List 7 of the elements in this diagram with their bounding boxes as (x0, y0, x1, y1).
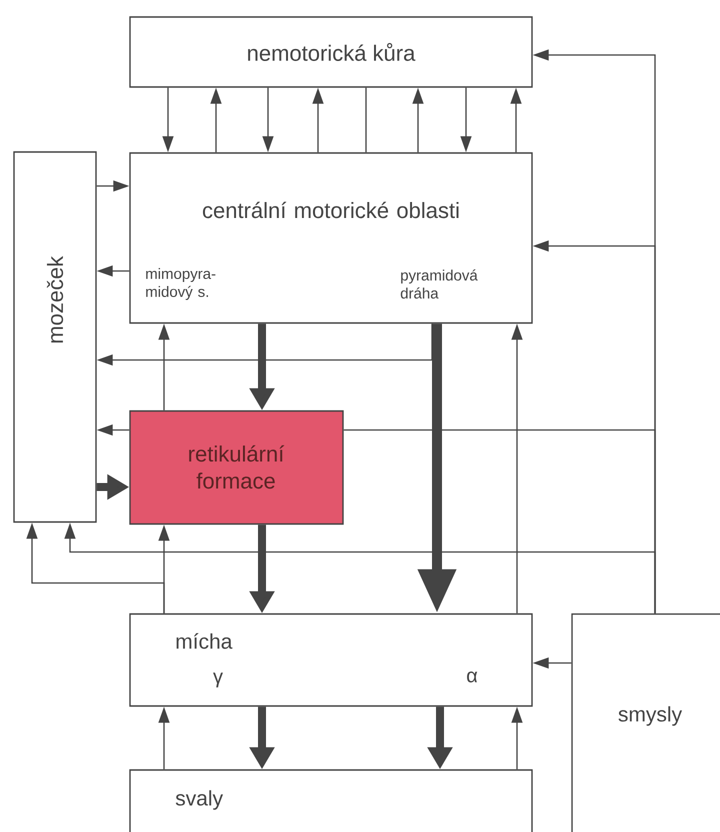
cerebellum-box: mozeček (13, 151, 97, 523)
motor-area-box: centrální motorické oblasti mimopyra- midový s. pyramidová dráha (129, 152, 533, 324)
senses-box: smysly (571, 613, 720, 832)
spinal-cord-box: mícha γ α (129, 613, 533, 707)
cortex-box: nemotorická kůra (129, 16, 533, 88)
reticular-formation-box: retikulární formace (129, 410, 344, 525)
muscles-box: svaly (129, 769, 533, 832)
